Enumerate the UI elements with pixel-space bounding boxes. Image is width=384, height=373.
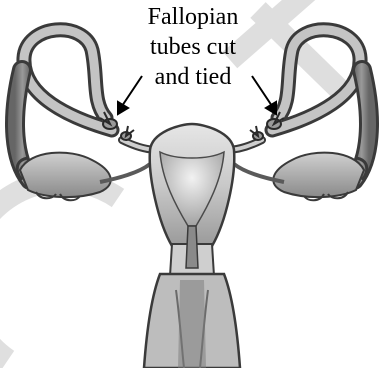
left-tie-knot (100, 112, 134, 140)
callout-line-1: Fallopian (128, 2, 258, 32)
vagina (144, 274, 240, 368)
left-ovary (17, 153, 150, 201)
callout-line-2: tubes cut (128, 32, 258, 62)
right-ovary (234, 153, 367, 201)
callout-label: Fallopian tubes cut and tied (128, 2, 258, 92)
right-tie-knot (250, 112, 284, 140)
callout-line-3: and tied (128, 62, 258, 92)
